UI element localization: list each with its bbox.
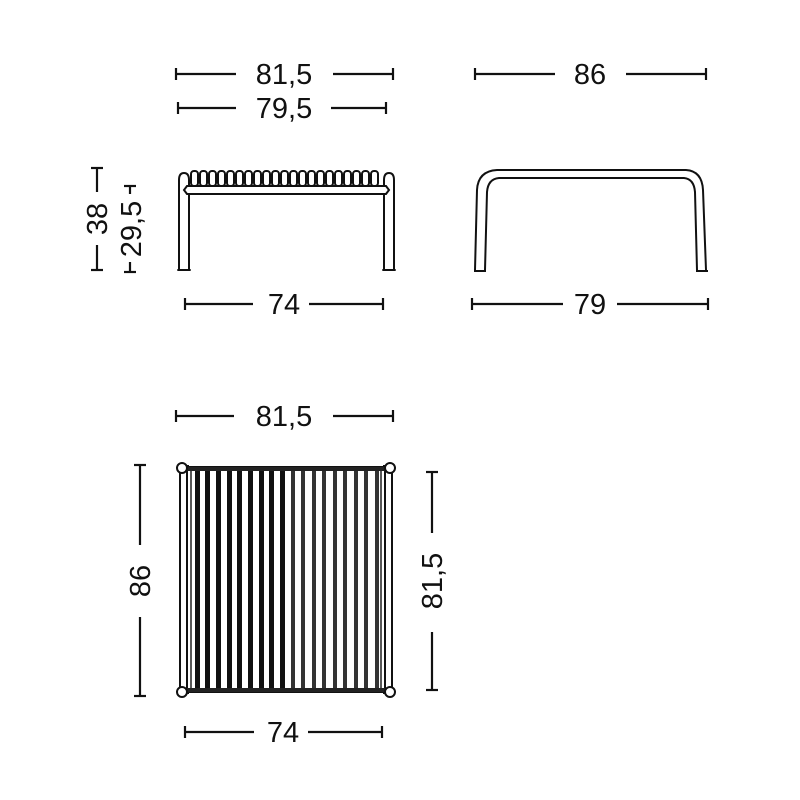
side-depth-dimension: 86	[473, 59, 708, 91]
top-depth-right-dimension: 81,5	[417, 470, 449, 692]
front-height-under-label: 29,5	[116, 201, 148, 257]
front-width-outer-dimension: 81,5	[174, 59, 395, 91]
front-height-total-dimension: 38	[82, 166, 114, 272]
side-view-table	[474, 169, 708, 272]
top-view-slats	[190, 471, 382, 688]
top-width-dimension: 81,5	[174, 401, 395, 433]
front-view-table	[177, 170, 396, 271]
front-view-slats	[190, 170, 379, 187]
top-view-table	[176, 462, 396, 698]
top-width-label: 81,5	[256, 401, 312, 433]
front-leg-span-dimension: 74	[183, 289, 385, 321]
top-depth-left-label: 86	[125, 565, 157, 597]
top-bottom-width-dimension: 74	[183, 717, 384, 749]
front-width-inner-label: 79,5	[256, 93, 312, 125]
front-height-under-dimension: 29,5	[116, 184, 148, 274]
side-depth-label: 86	[574, 59, 606, 91]
top-bottom-width-label: 74	[267, 717, 299, 749]
front-leg-span-label: 74	[268, 289, 300, 321]
side-leg-span-label: 79	[574, 289, 606, 321]
front-width-outer-label: 81,5	[256, 59, 312, 91]
front-height-total-label: 38	[82, 203, 114, 235]
side-leg-span-dimension: 79	[470, 289, 710, 321]
front-width-inner-dimension: 79,5	[176, 93, 388, 125]
top-depth-left-dimension: 86	[125, 463, 157, 698]
top-depth-right-label: 81,5	[417, 553, 449, 609]
